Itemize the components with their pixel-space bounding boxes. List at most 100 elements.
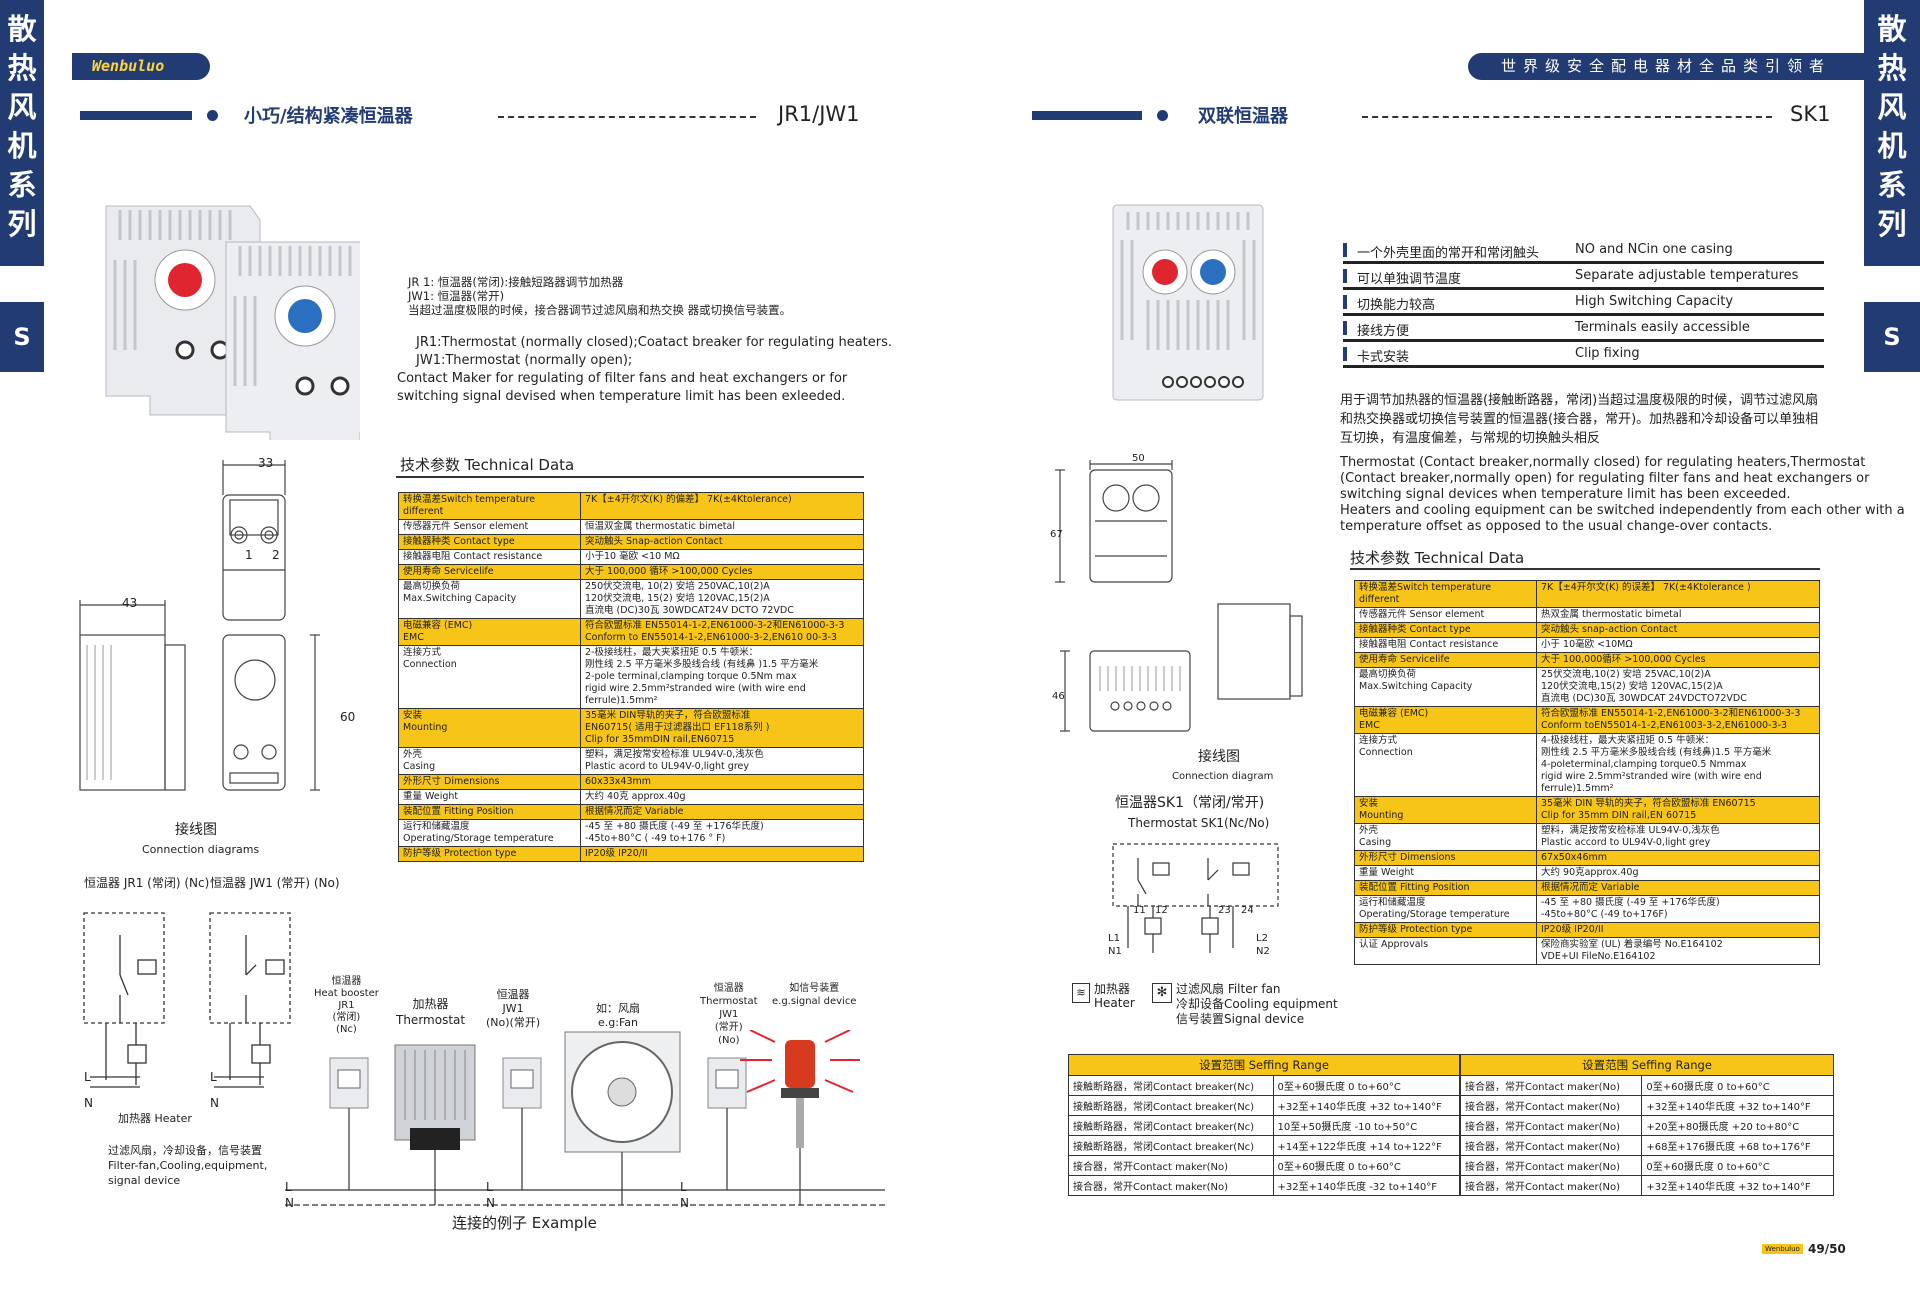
right-heading-dot [1157, 110, 1168, 121]
tech-value: 塑料，满足按常安检标准 UL94V-0,浅灰色 Plastic accord t… [1536, 823, 1820, 851]
jr1-jw1-product-photo [105, 205, 360, 440]
right-conn-title-cn: 接线图 [1198, 749, 1240, 765]
right-desc-en-5: temperature offset as opposed to the usu… [1340, 519, 1773, 534]
tech-param: 转换温差Switch temperature different [398, 492, 581, 520]
left-digit-1: 1 [245, 548, 253, 562]
tech-param: 重量 Weight [1354, 865, 1537, 881]
tech-value: 符合欧盟标准 EN55014-1-2,EN61000-3-2和EN61000-3… [580, 618, 864, 646]
sk1-term-12: 12 [1155, 905, 1168, 916]
range-value: +32至+140华氏度 +32 to+140°F [1641, 1175, 1834, 1196]
sk1-dimension-drawings [1055, 460, 1303, 732]
tech-param: 运行和储藏温度 Operating/Storage temperature [398, 819, 581, 847]
right-heading-dash [1362, 116, 1772, 118]
tech-value: 符合欧盟标准 EN55014-1-2,EN61000-3-2和EN61000-3… [1536, 706, 1820, 734]
side-title-char: 系 [7, 168, 37, 202]
ex-L-1: L [285, 1180, 292, 1194]
tech-param: 使用寿命 Servicelife [1354, 652, 1537, 668]
side-title-char: 风 [1877, 90, 1907, 124]
range-row: 接合器，常开Contact maker(No)+20至+80摄氏度 +20 to… [1459, 1115, 1834, 1136]
tech-value: 恒温双金属 thermostatic bimetal [580, 519, 864, 535]
heater-label: 加热器 Heater [118, 1112, 192, 1125]
tech-param: 接触器种类 Contact type [1354, 622, 1537, 638]
range-device: 接触断路器，常闭Contact breaker(Nc) [1068, 1075, 1274, 1096]
tech-row: 运行和储藏温度 Operating/Storage temperature-45… [1354, 895, 1820, 923]
heater-symbol-icon: ≋ [1072, 983, 1090, 1003]
range-row: 接合器，常开Contact maker(No)0至+60摄氏度 0 to+60°… [1068, 1155, 1461, 1176]
range-device: 接合器，常开Contact maker(No) [1459, 1095, 1643, 1116]
range-row: 接触断路器，常闭Contact breaker(Nc)+32至+140华氏度 +… [1068, 1095, 1461, 1116]
left-conn-title-cn: 接线图 [175, 822, 217, 838]
left-desc-cn-3: 当超过温度极限的时候，接合器调节过滤风扇和热交换 器或切换信号装置。 [408, 303, 792, 317]
right-desc-en-4: Heaters and cooling equipment can be swi… [1340, 503, 1905, 518]
range-device: 接合器，常开Contact maker(No) [1459, 1155, 1643, 1176]
right-desc-cn-1: 用于调节加热器的恒温器(接触断路器，常闭)当超过温度极限的时候，调节过滤风扇 [1340, 393, 1819, 408]
tech-param: 接触器电阻 Contact resistance [1354, 637, 1537, 653]
sk1-heater-label: 加热器 Heater [1094, 982, 1135, 1010]
tech-value: 2-极接线柱，最大夹紧扭矩 0.5 牛顿米： 刚性线 2.5 平方毫米多股线合线… [580, 645, 864, 709]
right-desc-en-2: (Contact breaker,normally open) for regu… [1340, 471, 1870, 486]
sk1-dim-d: 46 [1052, 691, 1065, 702]
left-desc-cn-2: JW1: 恒温器(常开) [408, 289, 505, 303]
side-title-char: 系 [1877, 168, 1907, 202]
tech-param: 重量 Weight [398, 789, 581, 805]
feature-bullet [1343, 295, 1347, 309]
feature-cn: 卡式安装 [1357, 350, 1410, 365]
example-caption: 连接的例子 Example [452, 1214, 597, 1232]
range-value: +32至+140华氏度 +32 to+140°F [1272, 1095, 1461, 1116]
ex-heater-label: 加热器 Thermostat [396, 997, 466, 1027]
feature-bullet [1343, 243, 1347, 257]
feature-cn: 可以单独调节温度 [1357, 272, 1462, 287]
left-L-2: L [210, 1070, 217, 1084]
right-heading-title: 双联恒温器 [1198, 106, 1288, 127]
tech-param: 运行和储藏温度 Operating/Storage temperature [1354, 895, 1537, 923]
right-desc-en-1: Thermostat (Contact breaker,normally clo… [1340, 455, 1866, 470]
side-title-char: 机 [7, 129, 37, 163]
ex-jw1b-label: 恒温器 Thermostat JW1 (常开) (No) [700, 983, 758, 1046]
tech-value: 突动触头 Snap-action Contact [580, 534, 864, 550]
tech-value: -45 至 +80 摄氏度 (-49 至 +176华氏度) -45to+80°C… [1536, 895, 1820, 923]
tech-value: IP20级 IP20/II [1536, 922, 1820, 938]
ex-fan-label: 如：风扇 e.g:Fan [596, 1002, 640, 1029]
tech-param: 连接方式 Connection [398, 645, 581, 709]
sk1-diagram-title-en: Thermostat SK1(Nc/No) [1128, 816, 1270, 830]
range-row: 接触断路器，常闭Contact breaker(Nc)10至+50摄氏度 -10… [1068, 1115, 1461, 1136]
tech-param: 转换温差Switch temperature different [1354, 580, 1537, 608]
tech-param: 最高切换负荷 Max.Switching Capacity [1354, 667, 1537, 707]
tech-value: 热双金属 thermostatic bimetal [1536, 607, 1820, 623]
feature-en: Separate adjustable temperatures [1575, 268, 1799, 283]
ex-L-2: L [486, 1180, 493, 1194]
right-side-letter: S [1864, 302, 1920, 372]
left-desc-en-3: Contact Maker for regulating of filter f… [397, 371, 848, 386]
right-tech-title-rule [1350, 568, 1820, 570]
range-row: 接合器，常开Contact maker(No)0至+60摄氏度 0 to+60°… [1459, 1075, 1834, 1096]
tech-param: 接触器种类 Contact type [398, 534, 581, 550]
ex-jw1a-label: 恒温器 JW1 (No)(常开) [486, 988, 541, 1029]
range-header: 设置范围 Seffing Range [1068, 1054, 1460, 1076]
feature-row: 可以单独调节温度 Separate adjustable temperatures [1343, 264, 1824, 290]
tech-param: 装配位置 Fitting Position [1354, 880, 1537, 896]
range-device: 接触断路器，常闭Contact breaker(Nc) [1068, 1135, 1274, 1156]
sk1-N1: N1 [1108, 946, 1122, 957]
range-value: +32至+140华氏度 -32 to+140°F [1272, 1175, 1461, 1196]
feature-bullet [1343, 321, 1347, 335]
sk1-dim-w: 50 [1132, 453, 1145, 464]
range-device: 接合器，常开Contact maker(No) [1459, 1075, 1643, 1096]
